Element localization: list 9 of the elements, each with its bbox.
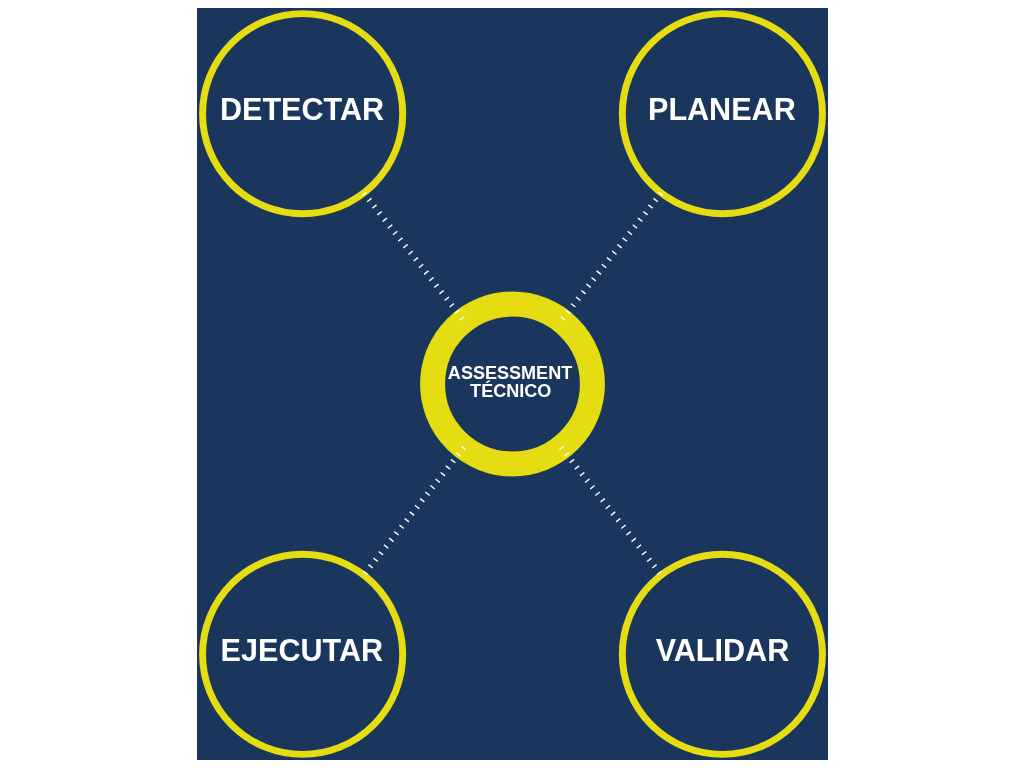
- node-circle: DETECTAR: [198, 10, 406, 218]
- connector: [361, 191, 466, 323]
- connector: [361, 445, 466, 577]
- node-circle: ASSESSMENT TÉCNICO: [419, 291, 605, 477]
- node-circle: PLANEAR: [618, 10, 826, 218]
- node-circle: VALIDAR: [618, 550, 826, 758]
- node-circle: EJECUTAR: [198, 550, 406, 758]
- connector: [558, 191, 663, 323]
- connector: [558, 445, 663, 577]
